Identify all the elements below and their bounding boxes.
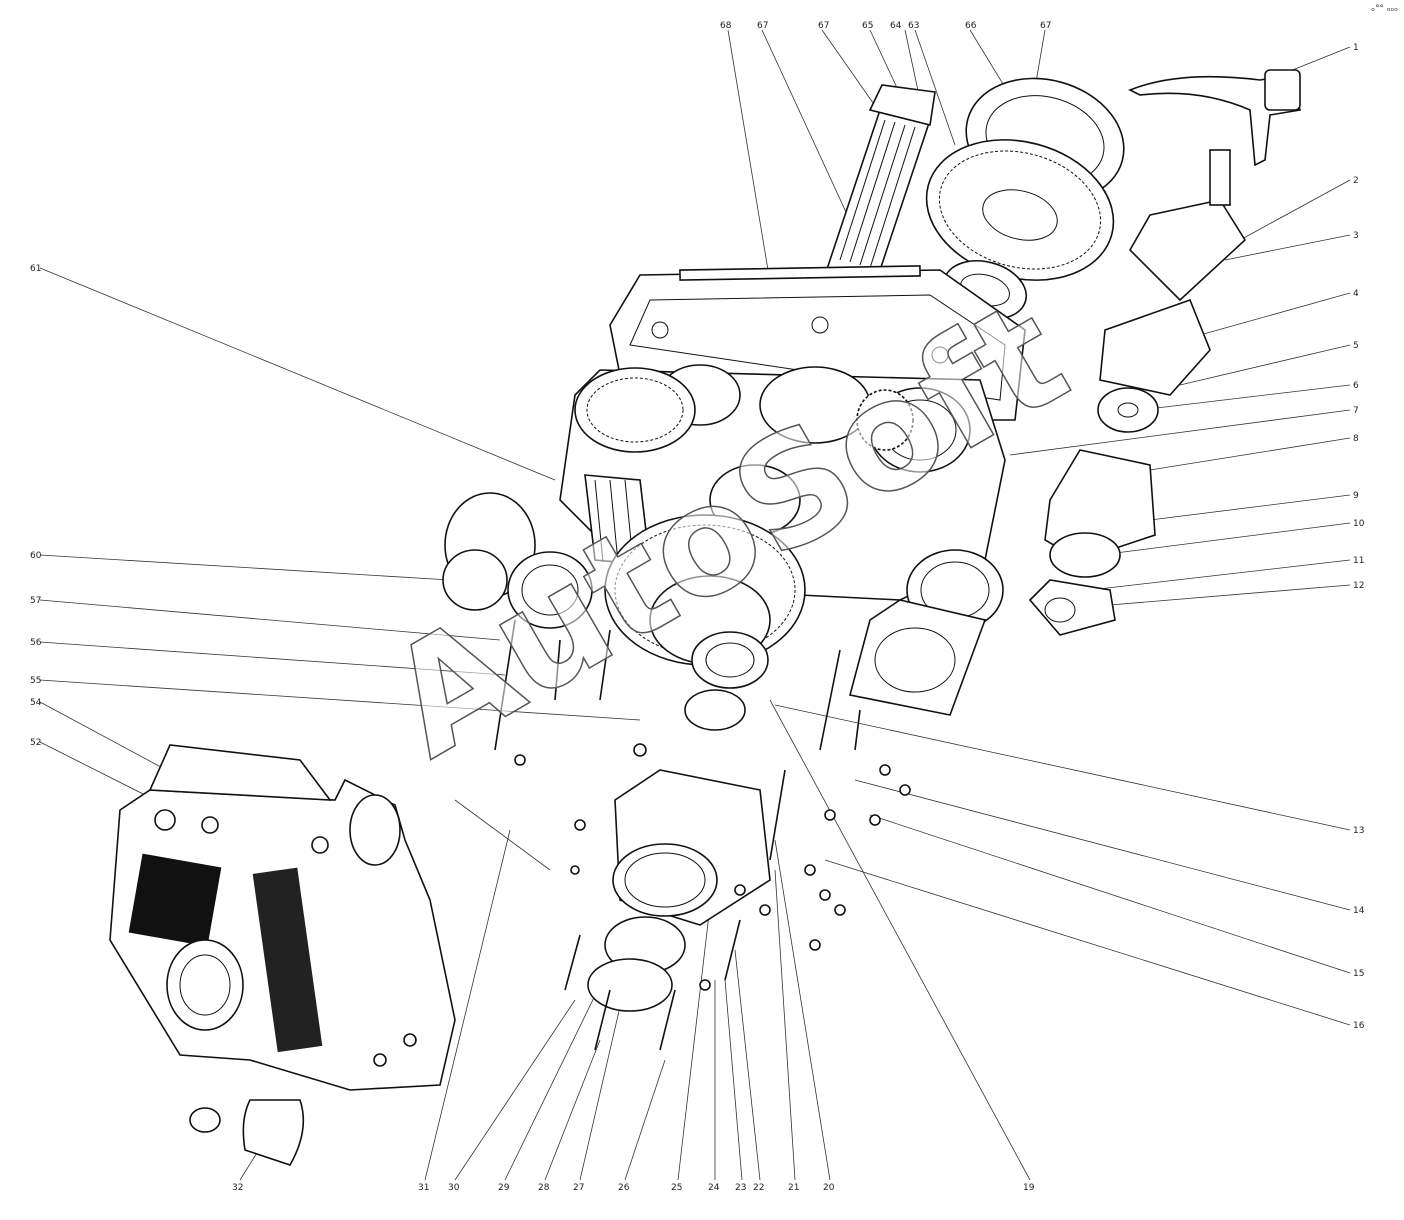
bolts [494,619,911,1051]
callout-label: 67 [1040,21,1051,31]
callout-label: 19 [1023,1183,1035,1193]
callout-label: 52 [30,738,41,748]
right-stack [1028,149,1247,636]
callout-label: 22 [753,1183,764,1193]
callout-label: 27 [573,1183,584,1193]
callout-label: 10 [1353,519,1365,529]
callout-label: 68 [720,21,732,31]
callout-label: 26 [618,1183,630,1193]
callout-label: 65 [862,21,873,31]
lower-flange [587,689,771,1012]
callout-label: 8 [1353,434,1359,444]
callout-label: 67 [757,21,768,31]
callout-label: 63 [908,21,919,31]
corner-mark: ₒ°° ₒₒₒ [1371,4,1398,14]
callout-label: 66 [965,21,977,31]
callout-label: 16 [1353,1021,1365,1031]
callout-label: 5 [1353,341,1359,351]
callout-label: 24 [708,1183,720,1193]
callout-label: 7 [1353,406,1359,416]
callout-label: 9 [1353,491,1359,501]
callout-label: 64 [890,21,902,31]
main-gear [604,514,806,689]
callouts-top: 68 67 67 65 64 63 66 67 [720,21,1051,31]
top-gear-set [925,77,1125,320]
callout-label: 30 [448,1183,460,1193]
callout-label: 14 [1353,906,1365,916]
callout-label: 11 [1353,556,1364,566]
callout-label: 23 [735,1183,746,1193]
callout-label: 3 [1353,231,1359,241]
callout-label: 25 [671,1183,682,1193]
callout-label: 67 [818,21,829,31]
callout-label: 1 [1353,43,1359,53]
callout-label: 60 [30,551,42,561]
callout-label: 29 [498,1183,510,1193]
callout-label: 57 [30,596,41,606]
shift-fork [1128,69,1302,167]
callout-label: 28 [538,1183,550,1193]
input-shaft [823,84,936,286]
gearbox-drawing [109,69,1302,1166]
callout-label: 21 [788,1183,799,1193]
callout-label: 2 [1353,176,1359,186]
callout-label: 6 [1353,381,1359,391]
callouts-left: 61 60 57 56 55 54 52 [30,264,42,748]
callout-label: 32 [232,1183,243,1193]
callout-label: 31 [418,1183,429,1193]
callout-label: 15 [1353,969,1364,979]
callout-label: 55 [30,676,41,686]
callout-label: 54 [30,698,42,708]
callouts-bottom: 32 31 30 29 28 27 26 25 24 23 22 21 20 1… [232,1183,1035,1193]
right-bearings [849,549,1004,716]
callout-label: 12 [1353,581,1364,591]
callout-label: 4 [1353,289,1359,299]
callout-label: 20 [823,1183,835,1193]
callout-label: 61 [30,264,41,274]
callout-label: 56 [30,638,42,648]
callout-label: 13 [1353,826,1364,836]
callouts-right: 1 2 3 4 5 6 7 8 9 10 11 12 13 14 15 16 [1353,43,1365,1031]
assembled-unit [109,744,456,1166]
